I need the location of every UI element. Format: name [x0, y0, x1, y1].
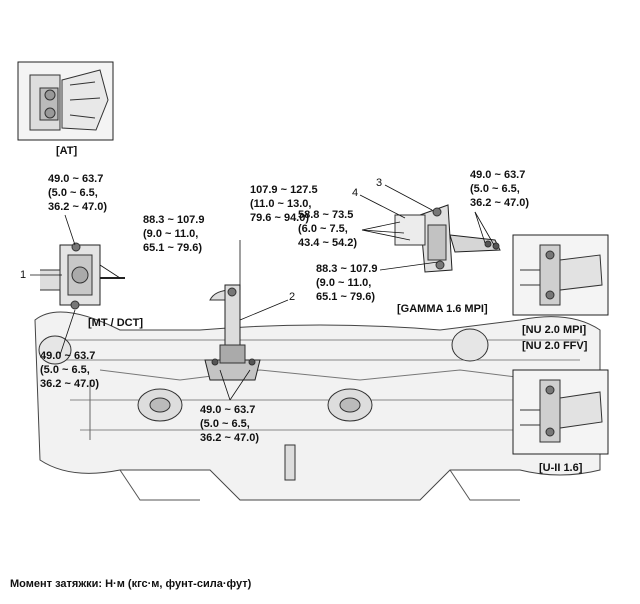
inset-label-gamma: [GAMMA 1.6 MPI]: [397, 303, 488, 315]
torque-line: 88.3 ~ 107.9: [316, 263, 378, 275]
torque-line: 43.4 ~ 54.2): [298, 237, 358, 249]
torque-line: 49.0 ~ 63.7: [200, 404, 256, 416]
torque-spec-lower-left: 49.0 ~ 63.7 (5.0 ~ 6.5, 36.2 ~ 47.0): [40, 349, 99, 391]
torque-spec-lower-center: 49.0 ~ 63.7 (5.0 ~ 6.5, 36.2 ~ 47.0): [200, 403, 259, 445]
torque-spec-mid-left: 88.3 ~ 107.9 (9.0 ~ 11.0, 65.1 ~ 79.6): [143, 213, 204, 255]
torque-spec-mid-right: 88.3 ~ 107.9 (9.0 ~ 11.0, 65.1 ~ 79.6): [316, 262, 377, 304]
subframe-drawing: [34, 311, 601, 501]
callout-number-1: 1: [20, 269, 27, 281]
torque-spec-top-center: 107.9 ~ 127.5 (11.0 ~ 13.0, 79.6 ~ 94.0): [250, 183, 318, 225]
left-mount-drawing: [40, 242, 125, 310]
torque-line: 49.0 ~ 63.7: [48, 173, 104, 185]
torque-line: (11.0 ~ 13.0,: [250, 198, 312, 210]
torque-line: (5.0 ~ 6.5,: [40, 364, 90, 376]
torque-line: 88.3 ~ 107.9: [143, 214, 205, 226]
torque-line: 79.6 ~ 94.0): [250, 212, 310, 224]
torque-line: (5.0 ~ 6.5,: [470, 183, 520, 195]
torque-line: (5.0 ~ 6.5,: [200, 418, 250, 430]
torque-line: 49.0 ~ 63.7: [470, 169, 526, 181]
torque-spec-upper-left: 49.0 ~ 63.7 (5.0 ~ 6.5, 36.2 ~ 47.0): [48, 172, 107, 214]
inset-label-mt-dct: [MT / DCT]: [88, 317, 143, 329]
torque-line: 36.2 ~ 47.0): [200, 432, 260, 444]
torque-line: 36.2 ~ 47.0): [470, 197, 530, 209]
torque-line: 107.9 ~ 127.5: [250, 184, 318, 196]
inset-at-drawing: [17, 61, 114, 141]
torque-line: 49.0 ~ 63.7: [40, 350, 96, 362]
callout-number-4: 4: [352, 187, 359, 199]
leader-lines: [30, 184, 495, 401]
torque-spec-upper-right: 49.0 ~ 63.7 (5.0 ~ 6.5, 36.2 ~ 47.0): [470, 168, 529, 210]
inset-nu-drawing: [512, 234, 609, 316]
inset-label-at: [AT]: [56, 145, 78, 157]
torque-spec-bracket-bolts: 58.8 ~ 73.5 (6.0 ~ 7.5, 43.4 ~ 54.2): [298, 208, 357, 250]
torque-line: 58.8 ~ 73.5: [298, 209, 354, 221]
torque-line: (9.0 ~ 11.0,: [143, 228, 199, 240]
inset-label-nu-ffv: [NU 2.0 FFV]: [522, 340, 588, 352]
torque-line: 36.2 ~ 47.0): [40, 378, 100, 390]
torque-line: (9.0 ~ 11.0,: [316, 277, 372, 289]
torque-line: (5.0 ~ 6.5,: [48, 187, 98, 199]
torque-line: (6.0 ~ 7.5,: [298, 223, 348, 235]
torque-line: 36.2 ~ 47.0): [48, 201, 108, 213]
inset-u2-drawing: [512, 369, 609, 455]
inset-label-u2: [U-II 1.6]: [539, 462, 583, 474]
inset-label-nu-mpi: [NU 2.0 MPI]: [522, 324, 587, 336]
torque-units-footer: Момент затяжки: Н·м (кгс·м, фунт-сила·фу…: [10, 578, 252, 590]
callout-number-2: 2: [289, 291, 296, 303]
torque-line: 65.1 ~ 79.6): [316, 291, 376, 303]
torque-line: 65.1 ~ 79.6): [143, 242, 203, 254]
callout-number-3: 3: [376, 177, 383, 189]
right-mount-drawing: [394, 204, 501, 273]
